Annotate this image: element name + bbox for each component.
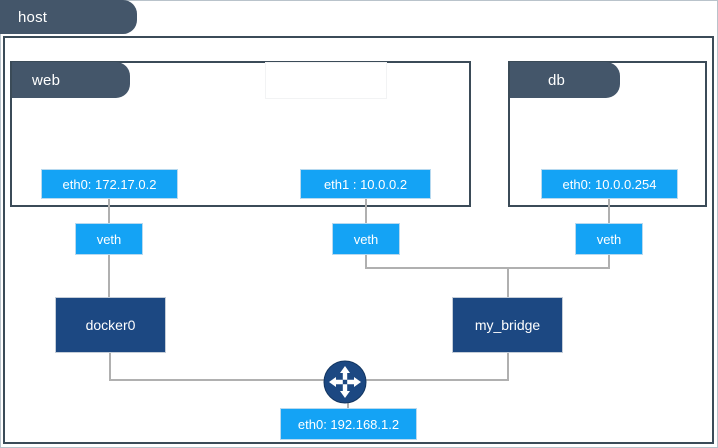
connector-docker0-drop: [109, 353, 111, 380]
veth-box-1[interactable]: veth: [75, 223, 143, 255]
container-db-tab-label: db: [548, 71, 566, 89]
bridge-docker0[interactable]: docker0: [55, 297, 166, 353]
connector-veth1-to-docker0: [108, 255, 110, 298]
connector-db-eth0-to-veth3: [608, 199, 610, 223]
veth-box-2[interactable]: veth: [332, 223, 400, 255]
router-icon[interactable]: [323, 360, 367, 404]
host-tab-label: host: [18, 8, 48, 26]
bridge-my-bridge[interactable]: my_bridge: [452, 297, 563, 353]
interface-web-eth0[interactable]: eth0: 172.17.0.2: [41, 169, 178, 199]
connector-veth3-drop: [608, 255, 610, 269]
web-ghost-placeholder: [265, 62, 387, 99]
connector-web-eth0-to-veth1: [108, 199, 110, 223]
connector-web-eth1-to-veth2: [365, 199, 367, 223]
connector-my-bridge-drop: [507, 353, 509, 380]
interface-db-eth0[interactable]: eth0: 10.0.0.254: [541, 169, 678, 199]
interface-web-eth1[interactable]: eth1 : 10.0.0.2: [300, 169, 431, 199]
connector-veth2-drop: [365, 255, 367, 269]
connector-bus-to-my-bridge: [507, 267, 509, 298]
interface-host-eth0[interactable]: eth0: 192.168.1.2: [280, 408, 417, 440]
veth-box-3[interactable]: veth: [575, 223, 643, 255]
container-web-tab[interactable]: web: [12, 62, 130, 98]
connector-router-bus: [109, 379, 509, 381]
container-web-tab-label: web: [32, 71, 61, 89]
container-db-tab[interactable]: db: [510, 62, 620, 98]
connector-veth-bus: [365, 267, 610, 269]
host-tab[interactable]: host: [0, 0, 137, 34]
